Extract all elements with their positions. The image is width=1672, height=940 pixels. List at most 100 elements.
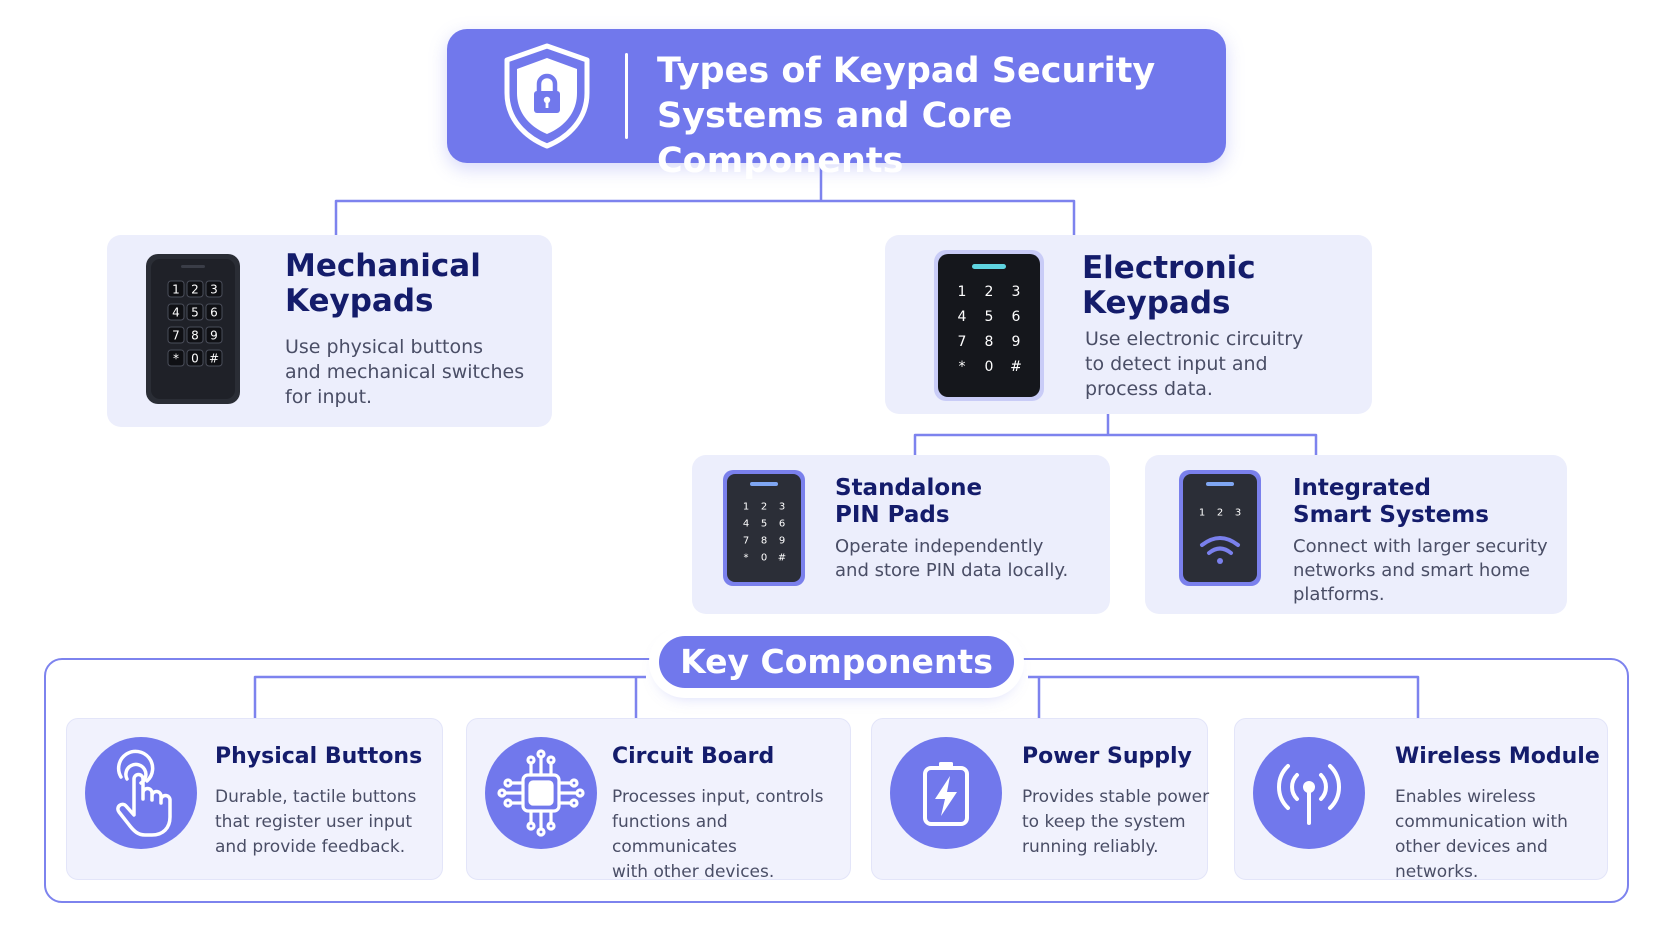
keypad-key-label: 5 <box>191 305 199 319</box>
keypad-key-label: 8 <box>761 536 767 547</box>
keypad-key-label: * <box>959 359 966 375</box>
keypad-key-label: 1 <box>743 502 749 513</box>
component-physical-buttons: Physical Buttons Durable, tactile button… <box>66 718 443 880</box>
circuit-board-desc-line: with other devices. <box>612 862 775 882</box>
keypad-key-label: 4 <box>958 309 967 325</box>
physical-buttons-desc-line: and provide feedback. <box>215 837 406 857</box>
keypad-key-label: 9 <box>210 328 218 342</box>
keypad-key-label: 4 <box>743 519 749 530</box>
keypad-key-label: 7 <box>958 334 967 350</box>
wireless-module-desc-line: Enables wireless <box>1395 787 1536 807</box>
circuit-board-badge <box>485 737 597 849</box>
keypad-key-label: 2 <box>191 282 199 296</box>
keypad-key-label: 3 <box>779 502 785 513</box>
integrated-title-line1: Integrated <box>1293 475 1431 501</box>
standalone-title-line1: Standalone <box>835 475 983 501</box>
physical-buttons-title: Physical Buttons <box>215 744 423 769</box>
component-circuit-board: Circuit Board Processes input, controls … <box>466 718 851 882</box>
wireless-module-desc-line: other devices and networks. <box>1395 837 1548 882</box>
standalone-title-line2: PIN Pads <box>835 502 950 528</box>
mechanical-desc-line: for input. <box>285 386 373 408</box>
standalone-desc-line: and store PIN data locally. <box>835 560 1069 581</box>
integrated-smart-systems-title: Integrated Smart Systems <box>1293 475 1489 529</box>
touch-hand-icon <box>116 749 172 837</box>
electronic-desc-line: process data. <box>1085 378 1213 400</box>
circuit-chip-icon <box>497 749 585 837</box>
keypad-key <box>186 349 204 367</box>
mechanical-desc-line: Use physical buttons <box>285 336 484 358</box>
page-title-line1: Types of Keypad Security <box>657 51 1156 91</box>
header-banner: Types of Keypad Security Systems and Cor… <box>447 29 1226 181</box>
mechanical-desc-line: and mechanical switches <box>285 361 525 383</box>
electronic-title-line2: Keypads <box>1082 285 1231 321</box>
header-divider <box>625 53 628 139</box>
keypad-key-label: # <box>778 553 786 564</box>
keypad-key-label: 0 <box>761 553 767 564</box>
component-power-supply: Power Supply Provides stable power to ke… <box>871 718 1209 880</box>
keypad-key <box>205 349 223 367</box>
page-title-line2: Systems and Core Components <box>657 96 1013 181</box>
keypad-key-label: 3 <box>1235 508 1241 519</box>
keypad-key-label: 8 <box>191 328 199 342</box>
keypad-key-label: 1 <box>172 282 180 296</box>
integrated-desc-line: networks and smart home <box>1293 560 1530 581</box>
electronic-keypads-title: Electronic Keypads <box>1082 251 1256 321</box>
keypad-key <box>205 303 223 321</box>
power-supply-desc-line: Provides stable power <box>1022 787 1210 807</box>
keypad-key <box>186 326 204 344</box>
physical-buttons-badge <box>85 737 197 849</box>
wireless-module-description: Enables wireless communication with othe… <box>1395 785 1620 885</box>
standalone-desc-line: Operate independently <box>835 536 1044 557</box>
wireless-module-desc-line: communication with <box>1395 812 1568 832</box>
keypad-key <box>167 326 185 344</box>
keypad-key <box>167 349 185 367</box>
component-wireless-module: Wireless Module Enables wireless communi… <box>1234 718 1608 882</box>
keypad-key-label: 4 <box>172 305 180 319</box>
keypad-key-label: 2 <box>985 284 994 300</box>
keypad-key-label: 2 <box>761 502 767 513</box>
keypad-key-label: # <box>1010 359 1022 375</box>
battery-bolt-icon <box>923 762 969 826</box>
physical-buttons-description: Durable, tactile buttons that register u… <box>215 785 440 860</box>
physical-buttons-desc-line: that register user input <box>215 812 413 832</box>
standalone-pin-pads-description: Operate independently and store PIN data… <box>835 535 1095 583</box>
electronic-title-line1: Electronic <box>1082 250 1256 286</box>
electronic-keypads-description: Use electronic circuitry to detect input… <box>1085 327 1345 402</box>
mechanical-title-line1: Mechanical <box>285 248 481 284</box>
keypad-key-label: 6 <box>1012 309 1021 325</box>
circuit-board-title: Circuit Board <box>612 744 775 769</box>
shield-lock-icon <box>504 43 590 149</box>
keypad-key-label: 7 <box>743 536 749 547</box>
electronic-desc-line: Use electronic circuitry <box>1085 328 1304 350</box>
mechanical-title-line2: Keypads <box>285 283 434 319</box>
page-title: Types of Keypad Security Systems and Cor… <box>657 49 1217 184</box>
power-supply-desc-line: running reliably. <box>1022 837 1159 857</box>
mechanical-keypads-description: Use physical buttons and mechanical swit… <box>285 335 535 410</box>
physical-buttons-desc-line: Durable, tactile buttons <box>215 787 417 807</box>
keypad-key-label: 5 <box>985 309 994 325</box>
integrated-desc-line: platforms. <box>1293 584 1385 605</box>
keypad-key-label: 0 <box>191 351 199 365</box>
keypad-key <box>186 280 204 298</box>
standalone-pin-pads-title: Standalone PIN Pads <box>835 475 982 529</box>
keypad-key <box>186 303 204 321</box>
mechanical-keypads-title: Mechanical Keypads <box>285 249 481 319</box>
keypad-key-label: 6 <box>210 305 218 319</box>
circuit-board-desc-line: Processes input, controls <box>612 787 824 807</box>
keypad-key <box>205 280 223 298</box>
keypad-key-label: 8 <box>985 334 994 350</box>
keypad-key-label: 5 <box>761 519 767 530</box>
keypad-key-label: 0 <box>985 359 994 375</box>
keypad-key-label: 3 <box>1012 284 1021 300</box>
keypad-key-label: * <box>744 553 749 564</box>
wifi-icon <box>1200 536 1240 564</box>
